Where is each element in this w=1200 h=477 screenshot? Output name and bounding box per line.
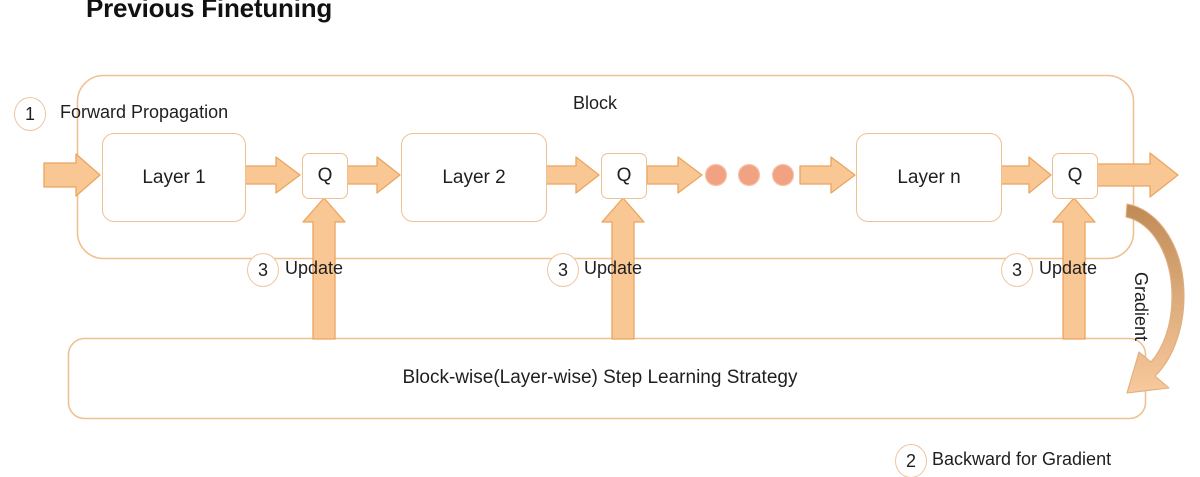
step-badge-3-c: 3 bbox=[1001, 253, 1033, 287]
page-title: Previous Finetuning bbox=[86, 0, 333, 23]
node-quantizer-3-label: Q bbox=[1067, 165, 1083, 186]
arrow-update-2 bbox=[601, 197, 645, 340]
arrow-gradient-curve bbox=[1125, 203, 1185, 394]
arrow-layer2-q2 bbox=[545, 156, 600, 194]
arrow-update-1 bbox=[302, 197, 346, 340]
ellipsis-dot bbox=[737, 163, 761, 187]
step-badge-2: 2 bbox=[895, 444, 927, 477]
forward-propagation-label: Forward Propagation bbox=[60, 102, 229, 122]
backward-gradient-label: Backward for Gradient bbox=[932, 449, 1112, 469]
step-badge-3-b: 3 bbox=[547, 253, 579, 287]
node-quantizer-2-label: Q bbox=[616, 165, 632, 186]
arrow-layern-q3 bbox=[1000, 156, 1052, 194]
node-layer-n: Layer n bbox=[856, 133, 1002, 222]
arrow-update-3 bbox=[1052, 197, 1096, 340]
node-layer-2: Layer 2 bbox=[401, 133, 547, 222]
node-quantizer-3: Q bbox=[1052, 153, 1098, 199]
update-label-2: Update bbox=[584, 258, 643, 278]
arrow-layer1-q1 bbox=[244, 156, 301, 194]
node-layer-1-label: Layer 1 bbox=[142, 166, 206, 188]
gradient-label: Gradient bbox=[1131, 272, 1151, 342]
node-layer-n-label: Layer n bbox=[897, 166, 961, 188]
strategy-box-label: Block-wise(Layer-wise) Step Learning Str… bbox=[402, 367, 798, 388]
arrow-dots-layern bbox=[799, 156, 856, 194]
update-label-3: Update bbox=[1039, 258, 1098, 278]
node-layer-1: Layer 1 bbox=[102, 133, 246, 222]
node-layer-2-label: Layer 2 bbox=[442, 166, 506, 188]
step-badge-1: 1 bbox=[14, 97, 46, 131]
arrow-q2-dots bbox=[646, 156, 703, 194]
node-quantizer-1-label: Q bbox=[317, 165, 333, 186]
ellipsis-dot bbox=[771, 163, 795, 187]
step-badge-3-a: 3 bbox=[247, 253, 279, 287]
arrow-q1-layer2 bbox=[346, 156, 401, 194]
node-quantizer-2: Q bbox=[601, 153, 647, 199]
block-label: Block bbox=[573, 93, 618, 113]
node-quantizer-1: Q bbox=[302, 153, 348, 199]
ellipsis-dot bbox=[704, 163, 728, 187]
update-label-1: Update bbox=[285, 258, 344, 278]
arrow-output bbox=[1096, 152, 1179, 198]
arrow-input bbox=[43, 153, 101, 197]
